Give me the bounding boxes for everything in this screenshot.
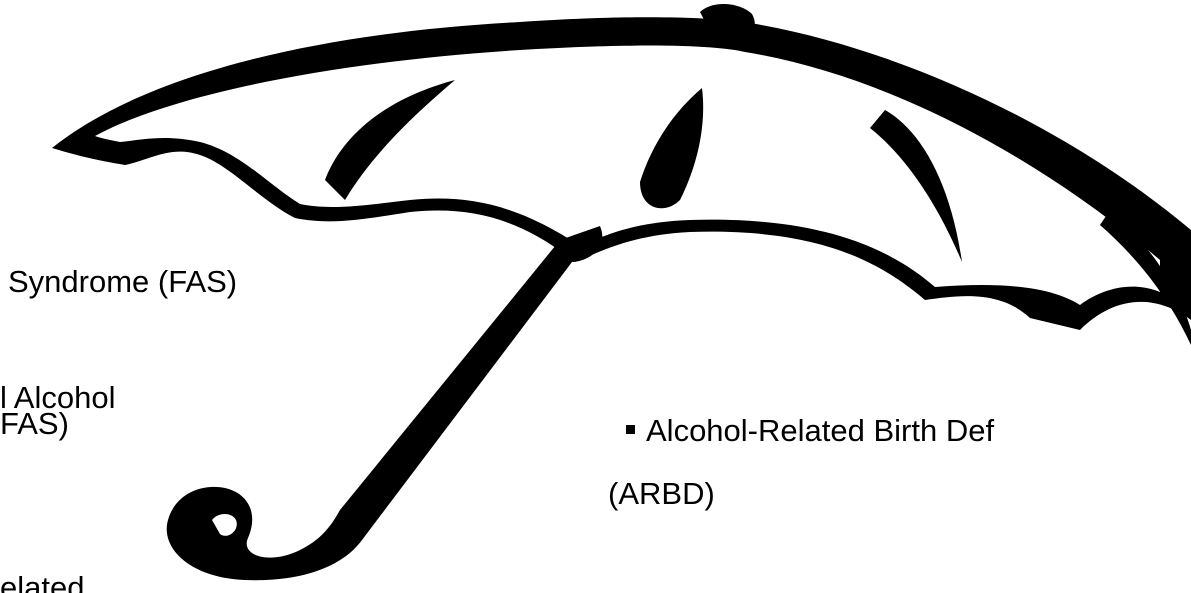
label-arbd-line2: (ARBD) (608, 476, 715, 511)
square-bullet-icon (626, 425, 635, 434)
umbrella-tip (700, 3, 755, 46)
umbrella-rib (325, 80, 455, 200)
label-fas: Syndrome (FAS) (8, 264, 238, 299)
umbrella-canopy-inner (95, 45, 1160, 306)
label-bottom-partial: elated (0, 570, 85, 593)
label-pfas-line1: l Alcohol (0, 380, 116, 415)
label-arbd-text: Alcohol-Related Birth Def (646, 413, 995, 448)
label-arbd-line1: Alcohol-Related Birth Def (626, 415, 994, 446)
label-pfas-line2: FAS) (0, 406, 69, 441)
umbrella-rib (1100, 210, 1191, 345)
umbrella-rib (640, 88, 704, 209)
umbrella-handle (166, 226, 603, 581)
umbrella-hook-inner (212, 514, 237, 536)
umbrella-rib (870, 110, 962, 262)
